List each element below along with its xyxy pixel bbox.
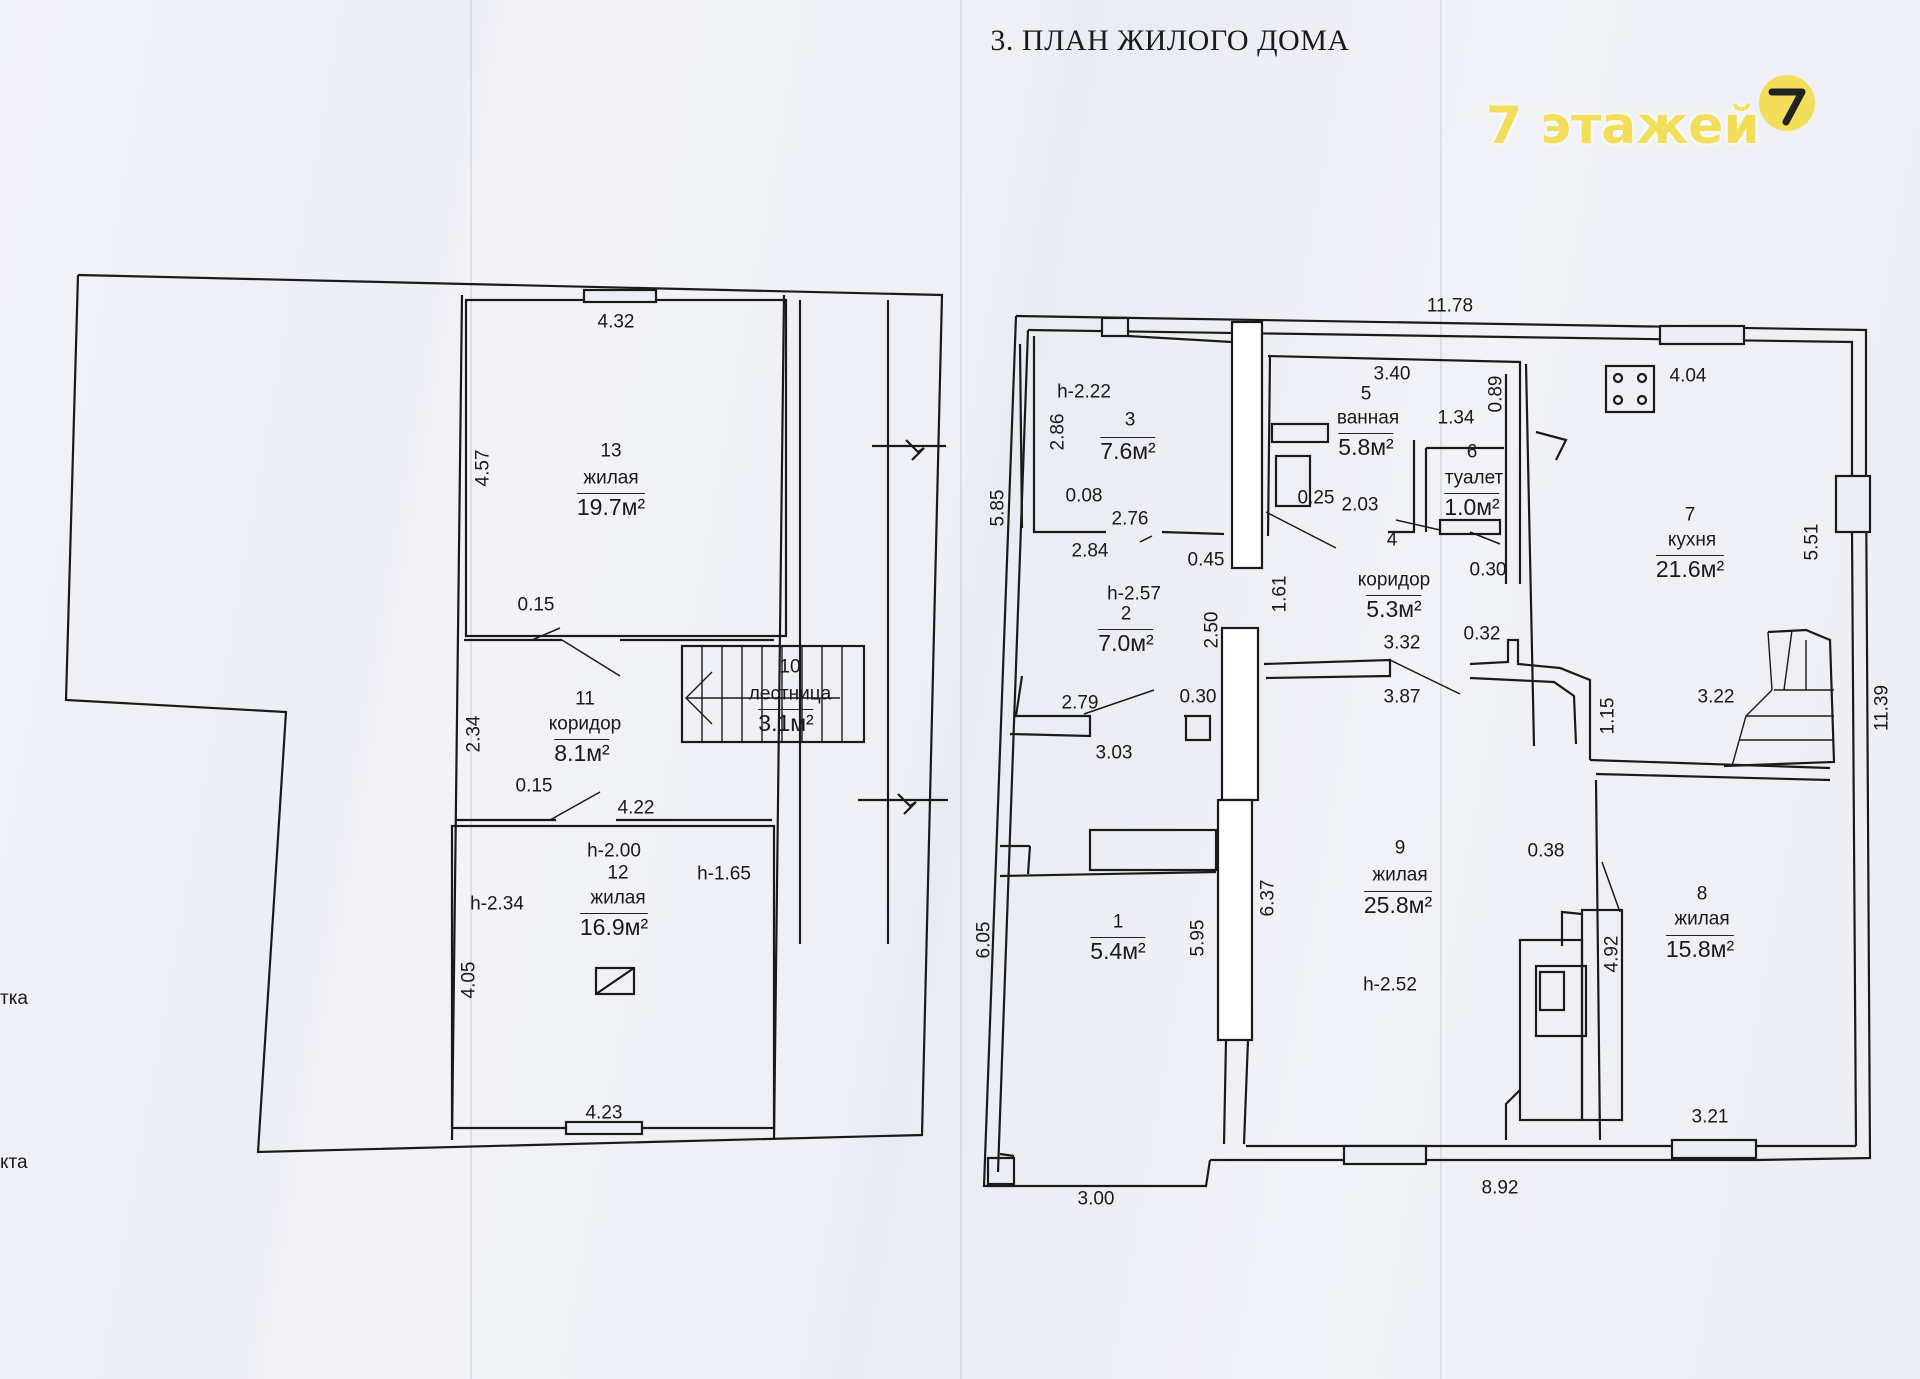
room-number: 10: [779, 656, 801, 678]
dimension: 11.78: [1426, 295, 1474, 317]
room-area: 1.0м²: [1444, 493, 1500, 520]
dimension: 4.04: [1669, 365, 1707, 387]
dimension: 1.61: [1269, 575, 1291, 613]
dimension: 3.21: [1691, 1106, 1729, 1128]
margin-fragment: кта: [0, 1152, 28, 1173]
room-height: h-2.52: [1363, 974, 1417, 996]
room-number: 13: [600, 440, 622, 462]
dimension: 2.86: [1047, 413, 1069, 451]
room-name: жилая: [590, 887, 646, 909]
dimension: 4.92: [1601, 935, 1623, 973]
room-height: h-2.34: [470, 893, 524, 915]
room-height: h-2.00: [587, 840, 641, 862]
room-number: 2: [1120, 603, 1132, 625]
room-area: 7.6м²: [1100, 437, 1156, 464]
seven-logo-icon: [1759, 75, 1815, 131]
room-area: 21.6м²: [1655, 555, 1725, 582]
paper-fold: [960, 0, 962, 1379]
dimension: 3.32: [1383, 632, 1421, 654]
dimension: 3.00: [1077, 1188, 1115, 1210]
room-name: жилая: [583, 467, 639, 489]
room-area: 5.3м²: [1366, 595, 1422, 622]
room-name: кухня: [1667, 529, 1717, 551]
room-name: коридор: [1357, 569, 1431, 591]
ground-floor-outline: [982, 314, 1872, 1188]
room-number: 4: [1386, 529, 1398, 551]
dimension: 2.76: [1111, 508, 1149, 530]
dimension: 3.22: [1697, 686, 1735, 708]
paper-fold: [470, 0, 472, 1379]
dimension: 0.15: [515, 775, 553, 797]
dimension: 0.08: [1065, 485, 1103, 507]
dimension: 1.15: [1597, 697, 1619, 735]
dimension: 0.30: [1469, 559, 1507, 581]
dimension: 6.05: [973, 921, 995, 959]
dimension: 11.39: [1871, 684, 1893, 732]
room-number: 12: [607, 862, 629, 884]
dimension: 0.32: [1463, 623, 1501, 645]
room-number: 3: [1124, 409, 1136, 431]
dimension: 2.84: [1071, 540, 1109, 562]
margin-fragment: тка: [0, 988, 28, 1009]
watermark-text: 7 этажей: [1486, 96, 1760, 156]
dimension: 2.03: [1341, 494, 1379, 516]
dimension: 2.34: [463, 715, 485, 753]
dimension: 0.38: [1527, 840, 1565, 862]
room-area: 5.8м²: [1338, 433, 1394, 460]
room-area: 5.4м²: [1090, 937, 1146, 964]
room-number: 6: [1466, 441, 1478, 463]
room-area: 7.0м²: [1098, 629, 1154, 656]
dimension: 5.85: [987, 489, 1009, 527]
room-height: h-2.57: [1107, 583, 1161, 605]
room-number: 5: [1360, 383, 1372, 405]
paper-fold: [1440, 0, 1442, 1379]
room-number: 9: [1394, 837, 1406, 859]
room-area: 25.8м²: [1363, 891, 1433, 918]
room-name: лестница: [748, 683, 832, 705]
room-name: ванная: [1336, 407, 1400, 429]
room-number: 1: [1112, 911, 1124, 933]
room-number: 8: [1696, 883, 1708, 905]
dimension: 2.50: [1201, 611, 1223, 649]
dimension: 6.37: [1257, 879, 1279, 917]
dimension: 4.23: [585, 1102, 623, 1124]
dimension: 3.03: [1095, 742, 1133, 764]
dimension: 3.40: [1373, 363, 1411, 385]
dimension: 4.05: [458, 961, 480, 999]
room-area: 3.1м²: [758, 709, 814, 736]
room-name: жилая: [1372, 864, 1428, 886]
room-name: туалет: [1444, 467, 1504, 489]
room-name: коридор: [548, 713, 622, 735]
attic-outline: [64, 273, 948, 1154]
room-height: h-1.65: [697, 863, 751, 885]
page-title: 3. ПЛАН ЖИЛОГО ДОМА: [990, 24, 1350, 57]
dimension: 5.95: [1187, 919, 1209, 957]
room-area: 16.9м²: [579, 913, 649, 940]
room-number: 11: [575, 688, 595, 710]
dimension: 5.51: [1801, 523, 1823, 561]
room-number: 7: [1684, 504, 1696, 526]
dimension: 2.79: [1061, 692, 1099, 714]
room-area: 8.1м²: [554, 739, 610, 766]
dimension: 4.22: [617, 797, 655, 819]
dimension: 0.45: [1187, 549, 1225, 571]
dimension: 0.15: [517, 594, 555, 616]
room-area: 15.8м²: [1665, 935, 1735, 962]
room-area: 19.7м²: [576, 493, 646, 520]
dimension: 8.92: [1481, 1177, 1519, 1199]
dimension: 4.57: [472, 449, 494, 487]
room-name: жилая: [1674, 908, 1730, 930]
dimension: 0.30: [1179, 686, 1217, 708]
dimension: 1.34: [1437, 407, 1475, 429]
dimension: 3.87: [1383, 686, 1421, 708]
room-height: h-2.22: [1057, 381, 1111, 403]
dimension: 4.32: [597, 311, 635, 333]
dimension: 0.25: [1297, 487, 1335, 509]
dimension: 0.89: [1485, 375, 1507, 413]
